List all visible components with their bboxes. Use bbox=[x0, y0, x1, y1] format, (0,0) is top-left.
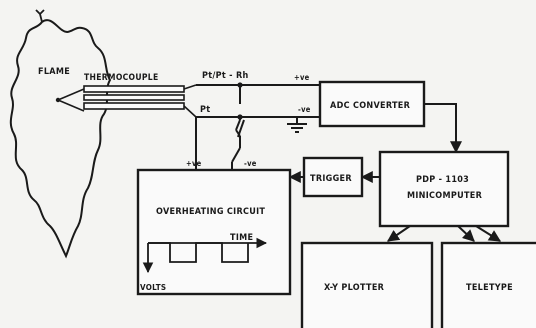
time-label: TIME bbox=[230, 233, 253, 243]
adc-to-computer-wire bbox=[424, 103, 462, 154]
thermocouple-label: THERMOCOUPLE bbox=[84, 73, 158, 83]
volts-label: VOLTS bbox=[140, 283, 166, 292]
wire-junction-bottom bbox=[237, 114, 243, 120]
thermocouple-probe bbox=[55, 84, 197, 118]
wire-junction-top bbox=[237, 82, 243, 88]
computer-label-line1: PDP - 1103 bbox=[416, 175, 469, 185]
flame-tip-icon bbox=[35, 9, 45, 23]
teletype-box bbox=[440, 241, 536, 328]
flame-label: FLAME bbox=[38, 67, 70, 77]
wire-bottom-label: Pt bbox=[200, 105, 210, 115]
plotter-label: X-Y PLOTTER bbox=[324, 283, 385, 293]
output-wires bbox=[387, 225, 502, 242]
trigger-label: TRIGGER bbox=[310, 174, 352, 184]
computer-label-line2: MINICOMPUTER bbox=[407, 191, 483, 201]
overheating-circuit-box bbox=[136, 168, 292, 296]
teletype-label: TELETYPE bbox=[466, 283, 513, 293]
adc-plus-label: +ve bbox=[294, 73, 310, 82]
overheat-plus-label: +ve bbox=[186, 159, 202, 168]
wire-top-label: Pt/Pt - Rh bbox=[202, 71, 249, 81]
waveform-graph bbox=[142, 237, 268, 274]
adc-label: ADC CONVERTER bbox=[330, 101, 411, 111]
minicomputer-box bbox=[378, 150, 510, 228]
ground-icon bbox=[287, 117, 307, 133]
overheat-minus-label: -ve bbox=[244, 159, 257, 168]
adc-minus-label: -ve bbox=[298, 105, 311, 114]
overheat-label: OVERHEATING CIRCUIT bbox=[156, 207, 265, 217]
xy-plotter-box bbox=[300, 241, 434, 328]
flame-outline bbox=[9, 19, 112, 259]
